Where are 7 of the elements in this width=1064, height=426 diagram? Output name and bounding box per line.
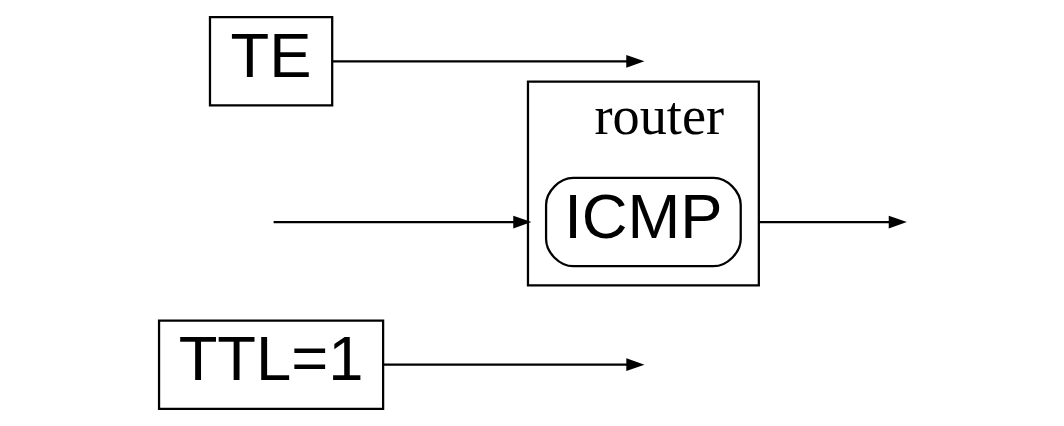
arrow [758, 215, 907, 229]
node-box: TTL=1 [157, 319, 384, 410]
arrow [383, 358, 644, 371]
arrow [331, 55, 644, 68]
node-box: TE [208, 16, 333, 107]
node-box: ICMP [544, 176, 742, 268]
arrow [273, 215, 531, 229]
